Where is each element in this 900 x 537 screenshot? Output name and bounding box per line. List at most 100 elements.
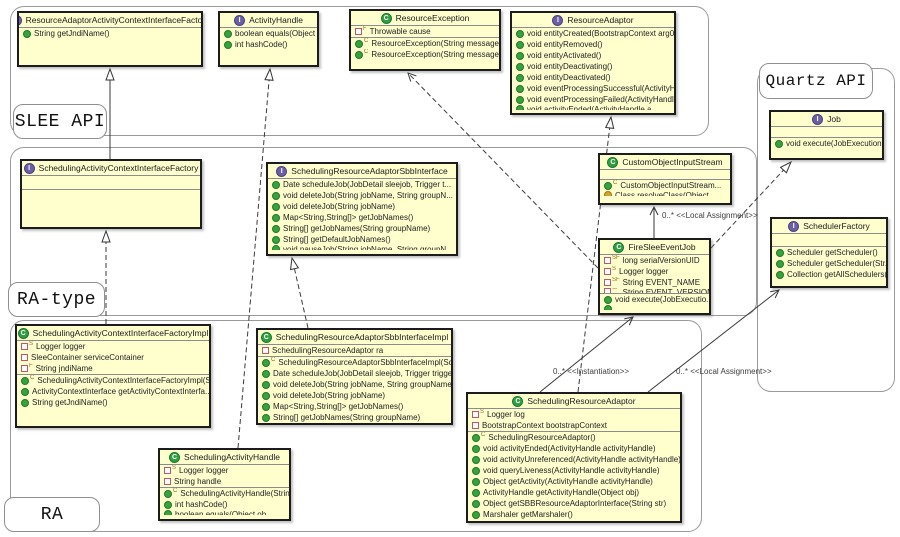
class-resourceadaptoractivitycontextinterfacefactory[interactable]: IResourceAdaptorActivityContextInterface… (17, 11, 203, 67)
public-method-icon (472, 510, 480, 519)
public-method-icon (262, 358, 270, 367)
edge-schedulingresourceadaptor-implements-resourceadaptor (577, 115, 615, 393)
edge-schedulingresourceadaptor-localassignment-schedulerfactory (647, 289, 780, 393)
public-method-icon (776, 270, 784, 279)
edge-label: 0..* <<Instantiation>> (553, 367, 630, 376)
member-text: Class resolveClass(Object... (615, 191, 716, 196)
modifier-marks: C (481, 432, 486, 438)
class-icon: C (260, 331, 272, 343)
member-text: Date scheduleJob(JobDetail sleejob, Trig… (283, 180, 452, 189)
public-method-icon (516, 84, 524, 93)
methods-compartment: void entityCreated(BootstrapContext arg0… (512, 28, 674, 110)
public-method-icon (516, 73, 524, 82)
member-text: void entityRemoved() (527, 40, 603, 49)
member-row: String[] getJobNames(String groupName) (258, 412, 451, 423)
class-name: FireSleeEventJob (628, 242, 696, 252)
member-row: int hashCode() (160, 499, 289, 510)
public-method-icon (272, 245, 280, 250)
public-method-icon (272, 235, 280, 244)
member-text: SchedulingResourceAdaptor() (488, 433, 596, 442)
member-text: Logger logger (179, 466, 229, 475)
edge-schedulingactivityhandle-implements-activityhandle (237, 67, 274, 449)
class-name: CustomObjectInputStream (622, 157, 723, 167)
interface-icon: I (788, 220, 800, 232)
member-text: Collection getAllSchedulers() (787, 270, 886, 279)
member-text: boolean equals(Object arg0) (235, 29, 317, 38)
member-text: ActivityContextInterface getActivityCont… (32, 387, 209, 396)
member-text: String EVENT_NAME (622, 278, 701, 287)
modifier-marks: C (173, 488, 178, 494)
class-icon: C (512, 395, 524, 407)
member-text: void eventProcessingFailed(ActivityHandl… (527, 95, 674, 104)
group-label-ra[interactable]: RA (4, 497, 100, 532)
public-method-icon (604, 295, 612, 304)
member-text: Object getActivity(ActivityHandle activi… (483, 477, 653, 486)
private-field-icon (164, 478, 171, 485)
member-row: Marshaler getMarshaler() (468, 509, 680, 520)
modifier-marks: C (30, 375, 35, 381)
group-label-ra-type[interactable]: RA-type (8, 282, 105, 317)
private-field-icon (21, 365, 28, 372)
public-method-icon (776, 259, 784, 268)
modifier-marks: SF (612, 255, 620, 261)
modifier-marks: F (363, 26, 367, 32)
member-row: void eventProcessingFailed(ActivityHandl… (512, 94, 674, 105)
interface-icon: I (276, 165, 288, 177)
member-text: Logger log (487, 410, 525, 419)
edge-firesleeeventjob-implements-job (710, 160, 792, 249)
public-method-icon (516, 95, 524, 104)
public-method-icon (164, 510, 172, 515)
methods-compartment: void execute(JobExecutio...… (600, 294, 709, 310)
member-text: SleeContainer serviceContainer (31, 353, 144, 362)
group-label-quartz-api[interactable]: Quartz API (759, 63, 873, 99)
private-field-icon (604, 288, 611, 293)
public-method-icon (472, 444, 480, 453)
interface-icon: I (552, 14, 564, 26)
modifier-marks: C (364, 49, 369, 55)
public-method-icon (224, 29, 232, 38)
member-row: void entityRemoved() (512, 39, 674, 50)
member-row: void entityCreated(BootstrapContext arg0… (512, 28, 674, 39)
member-text: void execute(JobExecutio... (615, 295, 709, 304)
interface-icon: I (234, 14, 246, 26)
member-text: String handle (174, 477, 222, 486)
member-row: void pauseJob(String jobName, String gro… (268, 245, 456, 250)
public-method-icon (23, 29, 31, 38)
member-text: Date scheduleJob(JobDetail sleejob, Trig… (273, 369, 451, 378)
member-row: SleeContainer serviceContainer (17, 352, 209, 363)
public-method-icon (355, 39, 363, 48)
member-text: void deleteJob(String jobName) (283, 202, 396, 211)
fields-compartment (771, 127, 882, 138)
interface-icon: I (812, 113, 824, 125)
member-text: Object getSBBResourceAdaptorInterface(St… (483, 499, 667, 508)
public-method-icon (164, 489, 172, 498)
member-row: void activityEnded(ActivityHandle a... (512, 105, 674, 110)
group-label-slee-api[interactable]: SLEE API (13, 104, 107, 139)
class-name: ResourceException (395, 13, 470, 23)
